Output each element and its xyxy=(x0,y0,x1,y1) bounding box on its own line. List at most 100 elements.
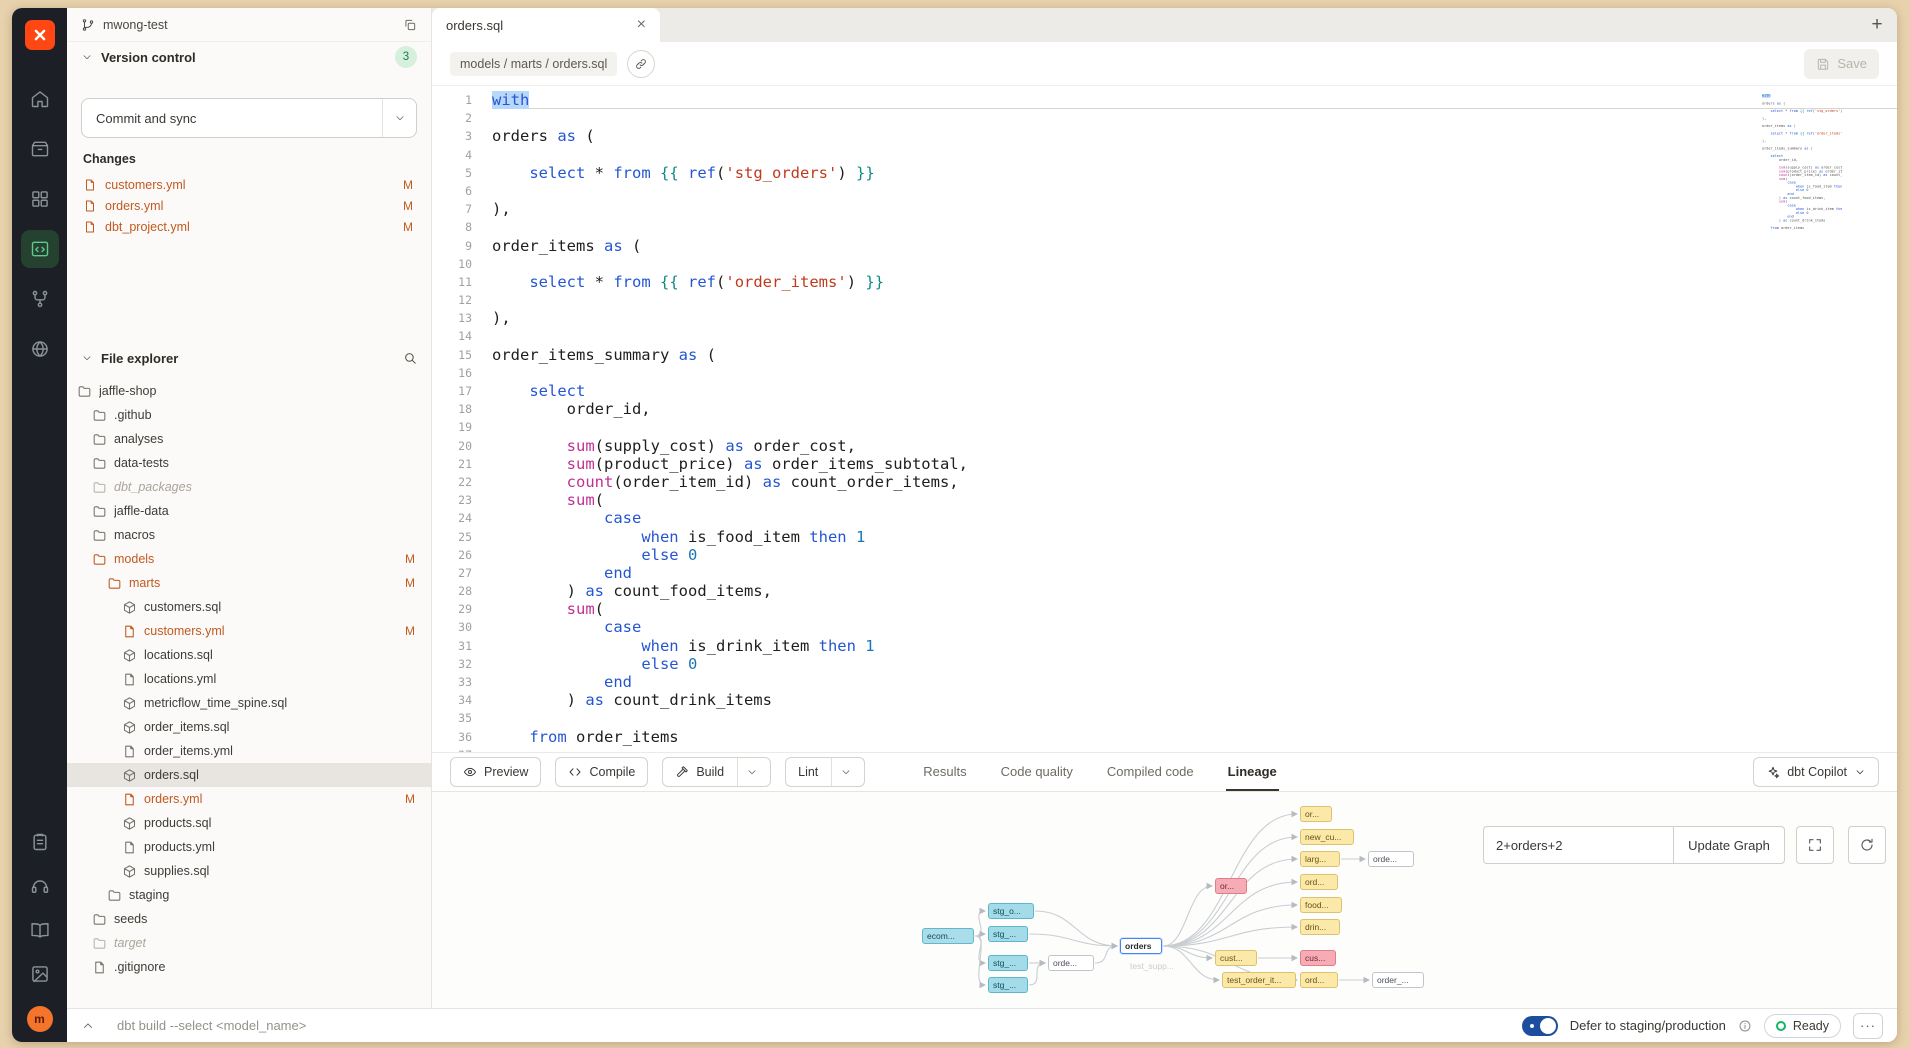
minimap[interactable]: withorders as ( select * from {{ ref('st… xyxy=(1762,94,1842,324)
lineage-node-orde_r[interactable]: orde... xyxy=(1368,851,1414,867)
expand-panel-button[interactable] xyxy=(81,1019,95,1033)
lineage-node-stg4[interactable]: stg_... xyxy=(988,977,1028,993)
build-button[interactable]: Build xyxy=(662,757,771,787)
tree-item-analyses[interactable]: analyses xyxy=(67,427,431,451)
lineage-node-test_order[interactable]: test_order_it... xyxy=(1222,972,1296,988)
branch-selector[interactable]: mwong-test xyxy=(67,8,431,42)
copy-icon[interactable] xyxy=(403,18,417,32)
tree-item-data-tests[interactable]: data-tests xyxy=(67,451,431,475)
tree-item-models[interactable]: modelsM xyxy=(67,547,431,571)
open-link-button[interactable] xyxy=(627,50,655,78)
breadcrumb-row: models / marts / orders.sql Save xyxy=(432,42,1897,86)
tree-item-products.sql[interactable]: products.sql xyxy=(67,811,431,835)
fullscreen-button[interactable] xyxy=(1796,826,1834,864)
rail-item-library[interactable] xyxy=(21,955,59,993)
tree-item-products.yml[interactable]: products.yml xyxy=(67,835,431,859)
tree-item-order_items.yml[interactable]: order_items.yml xyxy=(67,739,431,763)
result-tab-code-quality[interactable]: Code quality xyxy=(999,753,1075,791)
result-tab-results[interactable]: Results xyxy=(921,753,968,791)
build-options-caret[interactable] xyxy=(737,758,758,786)
code-editor[interactable]: 1with23orders as (45 select * from {{ re… xyxy=(432,86,1897,752)
tree-item-jaffle-data[interactable]: jaffle-data xyxy=(67,499,431,523)
info-icon[interactable] xyxy=(1738,1019,1752,1033)
lineage-node-drin[interactable]: drin... xyxy=(1300,919,1340,935)
preview-button[interactable]: Preview xyxy=(450,757,541,787)
commit-and-sync-button[interactable]: Commit and sync xyxy=(81,98,417,138)
lineage-node-stg2[interactable]: stg_... xyxy=(988,926,1028,942)
tree-item-metricflow_time_spine.sql[interactable]: metricflow_time_spine.sql xyxy=(67,691,431,715)
rail-item-docs[interactable] xyxy=(21,911,59,949)
rail-item-develop[interactable] xyxy=(21,230,59,268)
lineage-node-cust[interactable]: cust... xyxy=(1215,950,1257,966)
version-control-header[interactable]: Version control 3 xyxy=(67,42,431,72)
lineage-node-or_y[interactable]: or... xyxy=(1300,806,1332,822)
user-avatar[interactable]: m xyxy=(27,1006,53,1032)
tree-item-macros[interactable]: macros xyxy=(67,523,431,547)
lineage-node-order_r[interactable]: order_... xyxy=(1372,972,1424,988)
tree-item-seeds[interactable]: seeds xyxy=(67,907,431,931)
compile-button[interactable]: Compile xyxy=(555,757,648,787)
tree-item-.github[interactable]: .github xyxy=(67,403,431,427)
tree-item-jaffle-shop[interactable]: jaffle-shop xyxy=(67,379,431,403)
refresh-button[interactable] xyxy=(1848,826,1886,864)
lineage-node-stg3[interactable]: stg_... xyxy=(988,955,1028,971)
lineage-selector-input[interactable] xyxy=(1483,826,1673,864)
tree-item-target[interactable]: target xyxy=(67,931,431,955)
folder-icon xyxy=(92,936,107,951)
code-line: 9order_items as ( xyxy=(432,237,1897,255)
line-number: 36 xyxy=(432,728,472,746)
tree-item-staging[interactable]: staging xyxy=(67,883,431,907)
change-item-dbt_project.yml[interactable]: dbt_project.ymlM xyxy=(67,216,431,237)
lineage-node-larg[interactable]: larg... xyxy=(1300,851,1340,867)
rail-item-notes[interactable] xyxy=(21,823,59,861)
search-icon[interactable] xyxy=(403,351,417,365)
tree-item-locations.sql[interactable]: locations.sql xyxy=(67,643,431,667)
lineage-node-stg1[interactable]: stg_o... xyxy=(988,903,1034,919)
change-item-customers.yml[interactable]: customers.ymlM xyxy=(67,174,431,195)
save-button[interactable]: Save xyxy=(1804,49,1879,79)
tree-item-supplies.sql[interactable]: supplies.sql xyxy=(67,859,431,883)
rail-item-deploy[interactable] xyxy=(21,130,59,168)
rail-item-support[interactable] xyxy=(21,867,59,905)
command-text[interactable]: dbt build --select <model_name> xyxy=(117,1018,306,1033)
change-item-orders.yml[interactable]: orders.ymlM xyxy=(67,195,431,216)
tree-item-locations.yml[interactable]: locations.yml xyxy=(67,667,431,691)
lint-button[interactable]: Lint xyxy=(785,757,865,787)
tree-item-order_items.sql[interactable]: order_items.sql xyxy=(67,715,431,739)
update-graph-button[interactable]: Update Graph xyxy=(1673,826,1785,864)
rail-item-orchestration[interactable] xyxy=(21,280,59,318)
lineage-node-orde_mid[interactable]: orde... xyxy=(1048,955,1094,971)
new-tab-button[interactable]: + xyxy=(1857,8,1897,42)
lineage-node-cus_pink[interactable]: cus... xyxy=(1300,950,1336,966)
code-line: 24 case xyxy=(432,509,1897,527)
tree-item-marts[interactable]: martsM xyxy=(67,571,431,595)
lineage-node-food[interactable]: food... xyxy=(1300,897,1342,913)
lint-options-caret[interactable] xyxy=(831,758,852,786)
sparkle-icon xyxy=(1766,765,1780,779)
lineage-node-orders[interactable]: orders xyxy=(1120,938,1162,954)
tree-item-.gitignore[interactable]: .gitignore xyxy=(67,955,431,979)
tree-item-dbt_packages[interactable]: dbt_packages xyxy=(67,475,431,499)
more-options-button[interactable]: ··· xyxy=(1853,1013,1883,1039)
editor-tab-orders-sql[interactable]: orders.sql × xyxy=(432,8,660,42)
close-icon[interactable]: × xyxy=(637,17,646,33)
defer-toggle[interactable] xyxy=(1522,1016,1558,1036)
file-explorer-header[interactable]: File explorer xyxy=(67,343,431,373)
rail-item-home[interactable] xyxy=(21,80,59,118)
lineage-node-new_cu[interactable]: new_cu... xyxy=(1300,829,1354,845)
commit-options-caret[interactable] xyxy=(382,99,416,137)
tree-item-customers.sql[interactable]: customers.sql xyxy=(67,595,431,619)
lineage-node-ecom[interactable]: ecom... xyxy=(922,928,974,944)
tree-item-orders.sql[interactable]: orders.sql xyxy=(67,763,431,787)
result-tab-lineage[interactable]: Lineage xyxy=(1226,753,1279,791)
result-tab-compiled-code[interactable]: Compiled code xyxy=(1105,753,1196,791)
rail-item-explore[interactable] xyxy=(21,330,59,368)
folder-icon xyxy=(77,384,92,399)
dbt-copilot-button[interactable]: dbt Copilot xyxy=(1753,757,1879,787)
tree-item-customers.yml[interactable]: customers.ymlM xyxy=(67,619,431,643)
lineage-node-ord_a[interactable]: ord... xyxy=(1300,874,1338,890)
lineage-node-or_pink[interactable]: or... xyxy=(1215,878,1247,894)
tree-item-orders.yml[interactable]: orders.ymlM xyxy=(67,787,431,811)
lineage-node-ord_b[interactable]: ord... xyxy=(1300,972,1338,988)
rail-item-apps[interactable] xyxy=(21,180,59,218)
